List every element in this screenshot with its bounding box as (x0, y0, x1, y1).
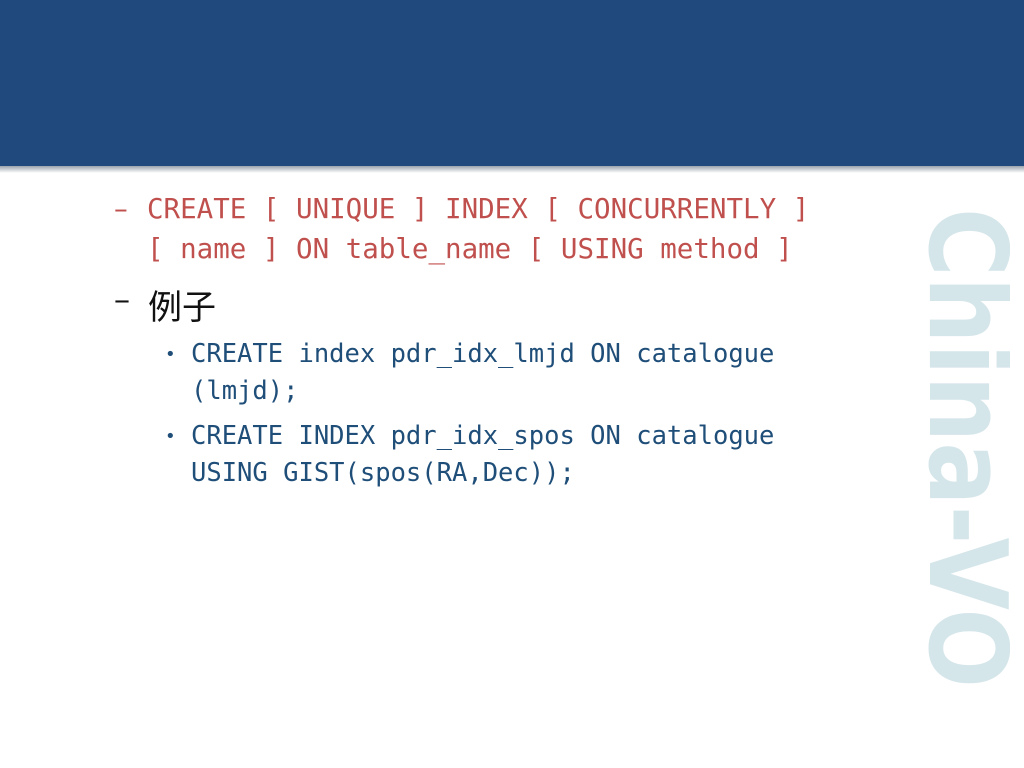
example-heading: 例子 (148, 288, 216, 328)
syntax-line-2: [ name ] ON table_name [ USING method ] (147, 233, 793, 265)
bullet-1-line-1: CREATE index pdr_idx_lmjd ON catalogue (191, 339, 775, 369)
watermark-text: China-VO (904, 208, 1010, 688)
header-band (0, 0, 1024, 166)
bullet-marker-1: • (165, 344, 176, 365)
syntax-dash: – (114, 193, 128, 225)
example-dash: – (114, 280, 130, 318)
bullet-2-line-2: USING GIST(spos(RA,Dec)); (191, 458, 575, 488)
header-shadow (0, 166, 1024, 173)
bullet-1-line-2: (lmjd); (191, 376, 299, 406)
bullet-marker-2: • (165, 426, 176, 447)
syntax-line-1: CREATE [ UNIQUE ] INDEX [ CONCURRENTLY ] (147, 193, 810, 225)
china-vo-watermark-logo: China-VO (904, 208, 1010, 688)
bullet-2-line-1: CREATE INDEX pdr_idx_spos ON catalogue (191, 421, 775, 451)
